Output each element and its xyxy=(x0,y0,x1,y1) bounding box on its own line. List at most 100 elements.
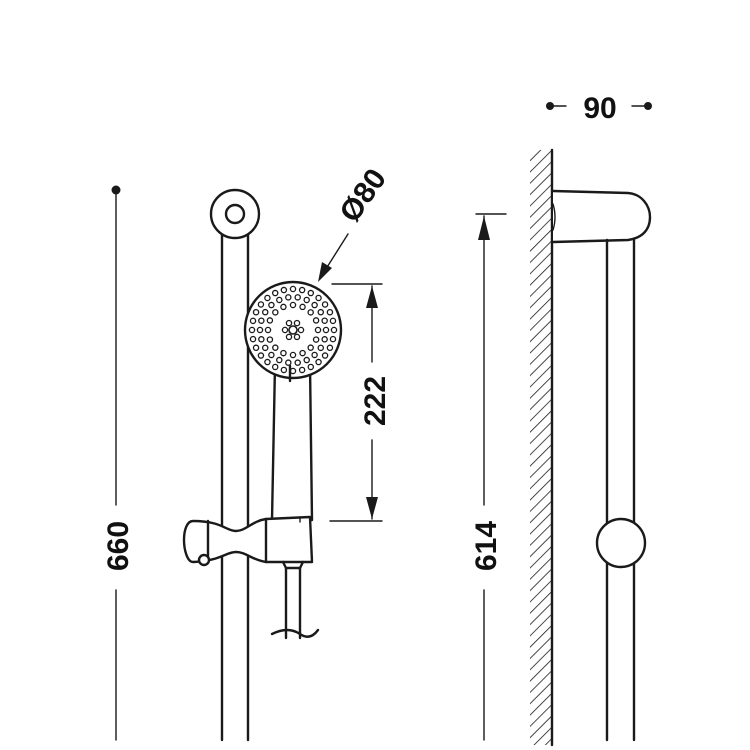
nozzle xyxy=(272,309,279,316)
nozzle xyxy=(268,301,275,309)
nozzle xyxy=(299,349,306,357)
bracket-rosette-edge xyxy=(552,203,556,231)
nozzle xyxy=(289,351,297,359)
nozzle xyxy=(326,308,334,316)
nozzle xyxy=(271,289,279,297)
nozzle xyxy=(271,363,279,371)
nozzle xyxy=(311,301,318,309)
nozzle xyxy=(280,349,287,357)
shower-head xyxy=(243,280,343,380)
shower-head-nozzles xyxy=(248,285,338,375)
nozzle xyxy=(307,289,315,297)
nozzle xyxy=(264,294,271,302)
nozzle xyxy=(321,352,329,359)
dimension-614: 614 xyxy=(470,213,507,741)
nozzle xyxy=(321,301,329,308)
nozzle xyxy=(326,344,334,352)
nozzle xyxy=(298,286,306,294)
nozzle-center xyxy=(288,325,298,335)
nozzle xyxy=(248,326,256,334)
nozzle xyxy=(276,296,283,304)
nozzle xyxy=(314,326,322,334)
arrow-614-up xyxy=(478,216,490,240)
nozzle xyxy=(289,285,297,293)
nozzle xyxy=(307,309,314,316)
wall-bracket xyxy=(551,189,652,244)
arrow-up xyxy=(366,286,378,308)
top-bracket xyxy=(209,188,261,240)
slider-holder xyxy=(182,515,314,564)
nozzle xyxy=(281,326,289,334)
hose-break-line xyxy=(270,628,320,638)
nozzle xyxy=(276,356,283,364)
nozzle xyxy=(285,333,293,341)
nozzle xyxy=(294,294,301,301)
dimension-label-diameter: Ø80 xyxy=(333,163,393,228)
nozzle xyxy=(299,303,306,311)
nozzle xyxy=(329,335,337,343)
nozzle xyxy=(249,335,257,343)
nozzle xyxy=(252,344,260,352)
nozzle xyxy=(264,358,271,366)
wall-hatching xyxy=(530,150,552,745)
nozzle xyxy=(249,317,257,325)
nozzle xyxy=(321,336,328,343)
nozzle xyxy=(285,319,293,327)
diameter-leader-arrow xyxy=(318,262,332,282)
hand-shower-handle xyxy=(270,363,314,522)
nozzle xyxy=(303,296,310,304)
dimension-90: 90 xyxy=(546,92,652,125)
nozzle xyxy=(280,286,288,294)
nozzle xyxy=(298,366,306,374)
slider-side-knob xyxy=(595,517,647,569)
top-bracket-screw xyxy=(224,203,246,225)
nozzle xyxy=(322,326,330,334)
dimension-222: 222 xyxy=(329,283,392,522)
nozzle xyxy=(303,356,310,364)
dimension-label-614: 614 xyxy=(470,521,503,571)
nozzle xyxy=(272,344,279,351)
nozzle xyxy=(268,351,275,359)
nozzle xyxy=(307,363,315,371)
nozzle xyxy=(257,301,265,308)
arrow-down xyxy=(366,497,378,519)
nozzle xyxy=(261,344,269,352)
nozzle xyxy=(261,308,269,316)
nozzle xyxy=(285,359,292,366)
nozzle xyxy=(252,308,260,316)
slider-knob xyxy=(197,553,211,567)
dimension-660: 660 xyxy=(102,185,135,741)
nozzle xyxy=(315,358,322,366)
hose-nut xyxy=(281,560,305,570)
front-view xyxy=(182,188,343,742)
nozzle xyxy=(317,308,325,316)
nozzle xyxy=(315,294,322,302)
dimension-diameter: Ø80 xyxy=(318,163,393,282)
nozzle xyxy=(280,303,287,311)
nozzle xyxy=(258,336,265,343)
nozzle xyxy=(329,317,337,325)
nozzle xyxy=(256,326,264,334)
nozzle xyxy=(294,359,301,366)
dimension-label-90: 90 xyxy=(583,92,616,125)
nozzle xyxy=(285,294,292,301)
dimension-label-660: 660 xyxy=(102,521,135,571)
nozzle xyxy=(293,319,301,327)
nozzle xyxy=(311,351,318,359)
nozzle xyxy=(280,366,288,374)
dimension-label-222: 222 xyxy=(359,376,392,426)
nozzle xyxy=(289,301,297,309)
nozzle xyxy=(312,336,320,343)
nozzle xyxy=(312,317,320,324)
nozzle xyxy=(321,317,328,324)
dim-90-right-dot xyxy=(644,102,652,110)
nozzle xyxy=(257,352,265,359)
side-view xyxy=(530,148,652,747)
nozzle xyxy=(317,344,325,352)
nozzle xyxy=(258,317,265,324)
nozzle xyxy=(293,333,301,341)
nozzle xyxy=(307,344,314,351)
nozzle xyxy=(266,317,274,324)
nozzle xyxy=(330,326,338,334)
